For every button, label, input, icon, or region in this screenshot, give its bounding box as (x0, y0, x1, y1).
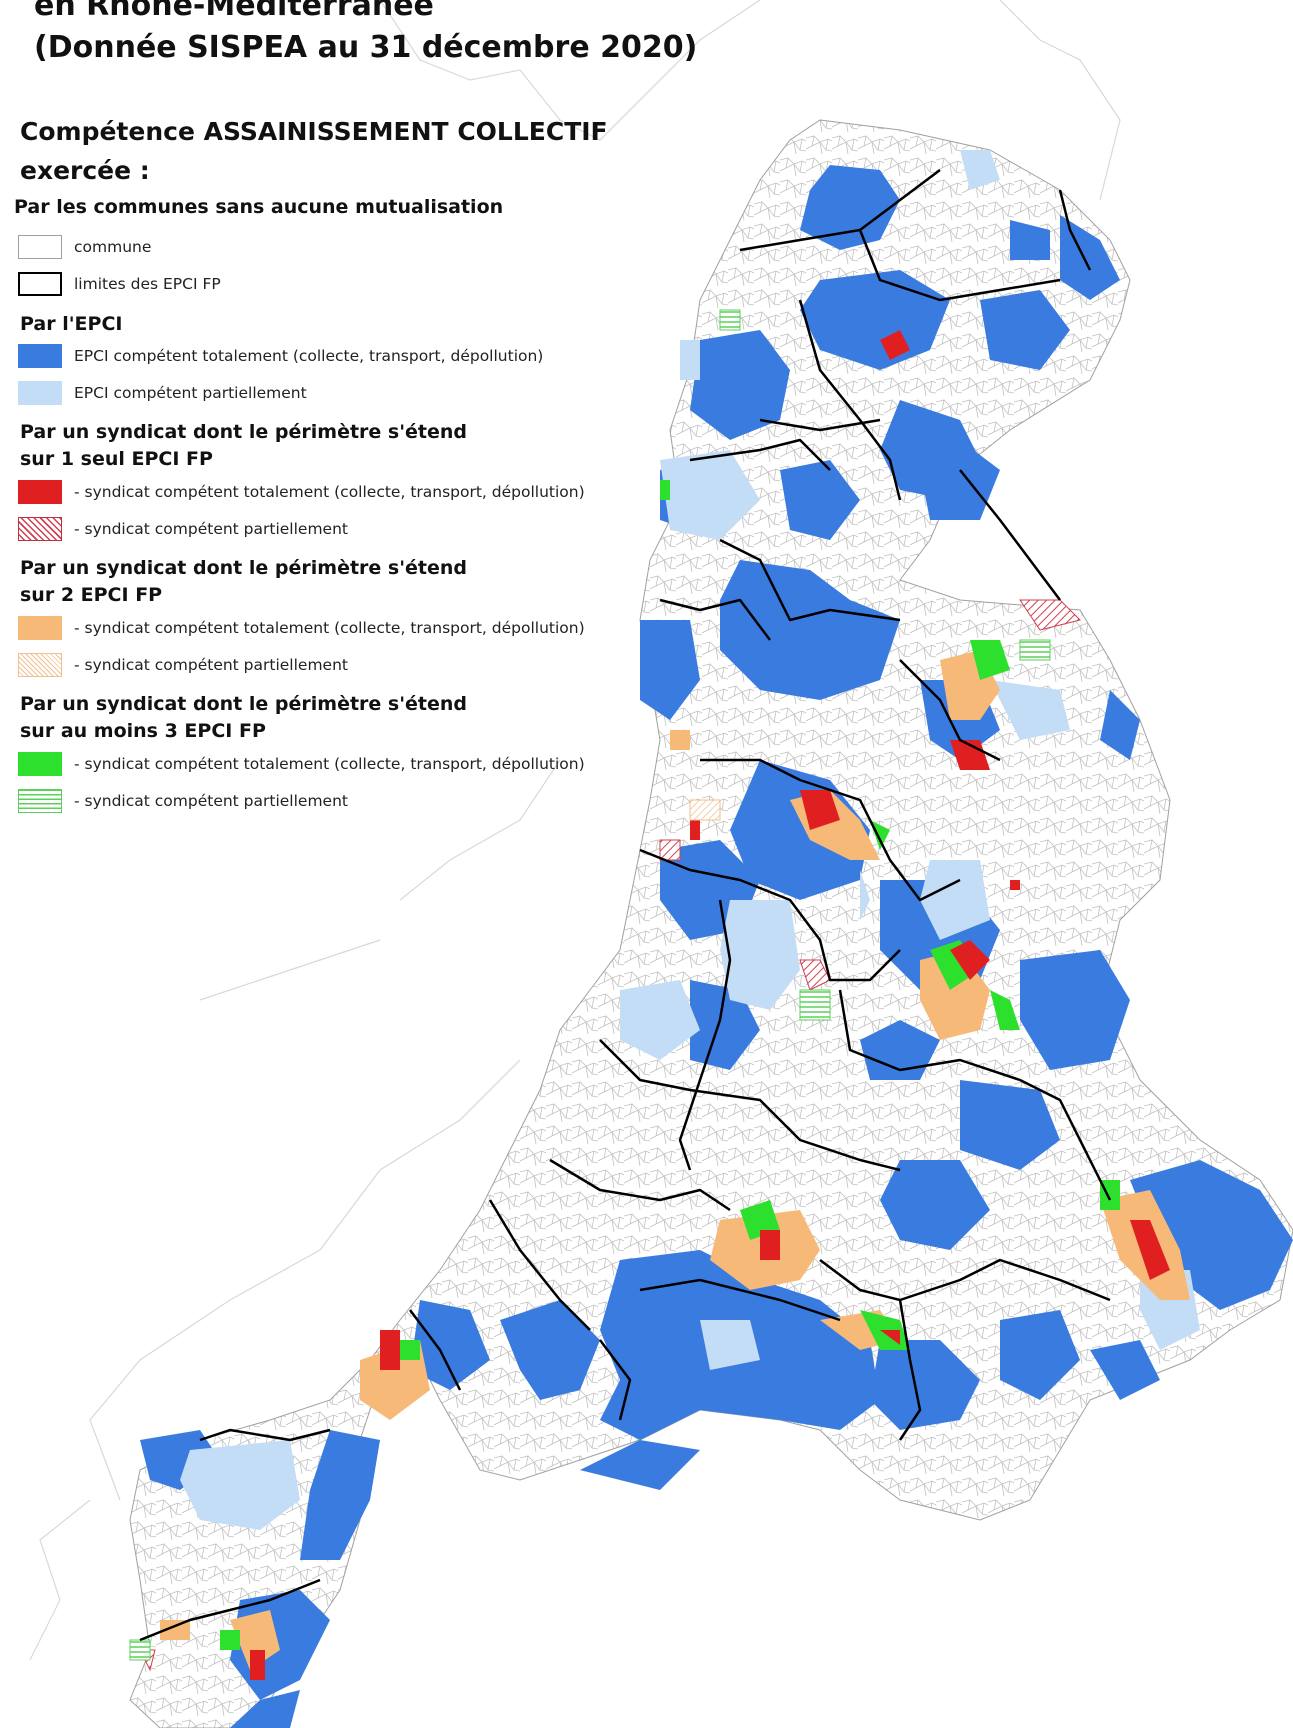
synd-partial-areas (129, 309, 1081, 1672)
legend-section-synd1-b: sur 1 seul EPCI FP (20, 448, 213, 470)
synd1-total-areas (250, 330, 1170, 1680)
legend-section-synd3-b: sur au moins 3 EPCI FP (20, 720, 266, 742)
swatch-epci-total (18, 344, 62, 368)
legend-item-synd1-partiel: - syndicat compétent partiellement (18, 516, 348, 542)
legend-heading-2: exercée : (20, 156, 150, 185)
legend-item-synd2-total: - syndicat compétent totalement (collect… (18, 615, 585, 641)
legend-heading: Compétence ASSAINISSEMENT COLLECTIF (20, 117, 608, 146)
swatch-synd2-total (18, 616, 62, 640)
legend-section-epci: Par l'EPCI (20, 313, 123, 335)
legend-label: - syndicat compétent partiellement (74, 656, 348, 674)
swatch-synd3-total (18, 752, 62, 776)
legend-item-limites: limites des EPCI FP (18, 271, 221, 297)
swatch-synd3-partiel (18, 789, 62, 813)
legend-label: EPCI compétent totalement (collecte, tra… (74, 347, 544, 365)
legend-label: - syndicat compétent totalement (collect… (74, 755, 585, 773)
legend-label: - syndicat compétent totalement (collect… (74, 619, 585, 637)
legend-item-synd2-partiel: - syndicat compétent partiellement (18, 652, 348, 678)
legend-label: commune (74, 238, 152, 256)
swatch-synd2-partiel (18, 653, 62, 677)
map-title-line2: (Donnée SISPEA au 31 décembre 2020) (34, 30, 698, 65)
legend-section-synd3-a: Par un syndicat dont le périmètre s'éten… (20, 693, 468, 715)
swatch-synd1-total (18, 480, 62, 504)
swatch-commune (18, 235, 62, 259)
swatch-limites (18, 272, 62, 296)
legend-section-synd2-b: sur 2 EPCI FP (20, 584, 163, 606)
legend-item-epci-partiel: EPCI compétent partiellement (18, 380, 307, 406)
legend-section-synd1-a: Par un syndicat dont le périmètre s'éten… (20, 421, 468, 443)
legend-label: - syndicat compétent totalement (collect… (74, 483, 585, 501)
legend-item-synd1-total: - syndicat compétent totalement (collect… (18, 479, 585, 505)
legend-section-synd2-a: Par un syndicat dont le périmètre s'éten… (20, 557, 468, 579)
legend-label: - syndicat compétent partiellement (74, 520, 348, 538)
legend-section-communes: Par les communes sans aucune mutualisati… (14, 196, 504, 218)
epci-partial-areas (180, 150, 1200, 1530)
legend-item-epci-total: EPCI compétent totalement (collecte, tra… (18, 343, 543, 369)
legend: Compétence ASSAINISSEMENT COLLECTIF exer… (0, 0, 620, 820)
legend-label: limites des EPCI FP (74, 275, 221, 293)
legend-item-synd3-total: - syndicat compétent totalement (collect… (18, 751, 585, 777)
swatch-epci-partiel (18, 381, 62, 405)
swatch-synd1-partiel (18, 517, 62, 541)
background-boundaries (29, 0, 1121, 1661)
legend-item-commune: commune (18, 234, 151, 260)
epci-limits (139, 169, 1112, 1642)
legend-label: EPCI compétent partiellement (74, 384, 307, 402)
map-title-line1: en Rhône-Méditerranée (34, 0, 434, 23)
legend-item-synd3-partiel: - syndicat compétent partiellement (18, 788, 348, 814)
legend-label: - syndicat compétent partiellement (74, 792, 348, 810)
